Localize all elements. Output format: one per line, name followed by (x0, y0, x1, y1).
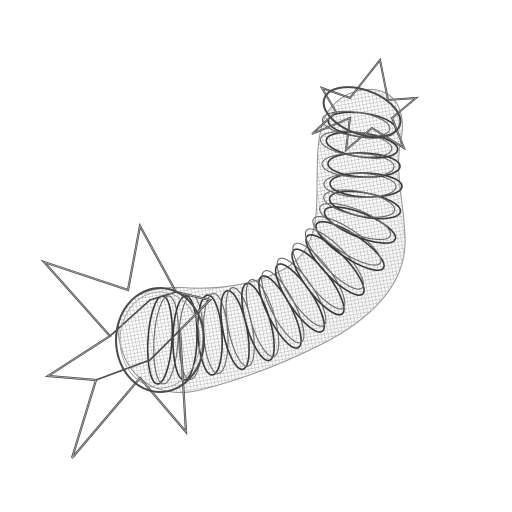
wire-ring (292, 242, 346, 310)
wire-ring (153, 295, 179, 385)
wire-ring (321, 152, 395, 178)
distal-star-crown (40, 222, 213, 459)
proximal-opening-ring (322, 86, 402, 138)
distal-opening-ring (115, 287, 205, 393)
wire-ring (319, 202, 392, 241)
wire-ring (323, 189, 396, 218)
wire-ring (304, 228, 364, 290)
wire-ring (312, 216, 382, 266)
proximal-star-crown (311, 57, 420, 153)
wire-ring (323, 172, 397, 198)
helical-wire-rings (146, 110, 403, 385)
wire-ring (323, 206, 397, 244)
wire-ring (196, 294, 224, 376)
wire-ring (319, 130, 393, 158)
wire-ring (321, 110, 391, 138)
